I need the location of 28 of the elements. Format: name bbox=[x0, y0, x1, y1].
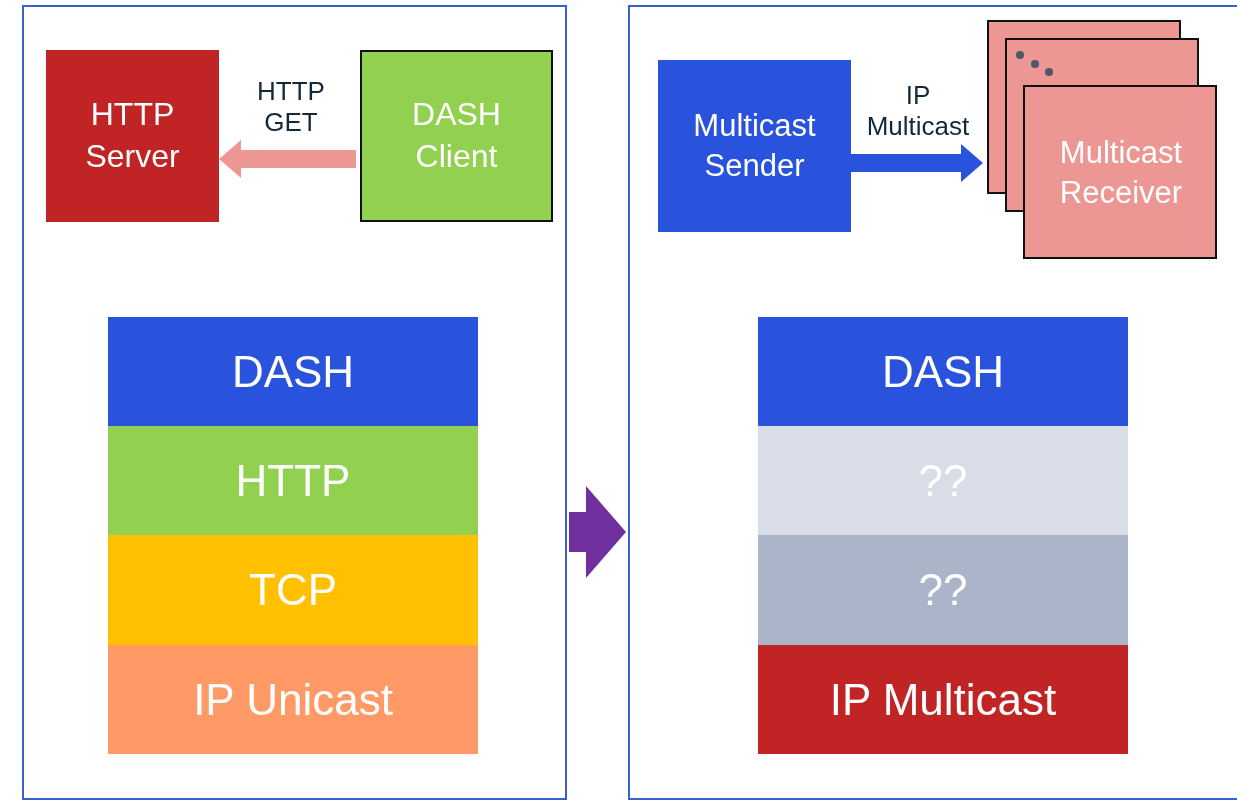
protocol-layer bbox=[758, 645, 1128, 754]
panel-frame bbox=[22, 5, 567, 800]
layer-label: HTTP bbox=[235, 454, 351, 507]
protocol-layer bbox=[758, 535, 1128, 645]
layer-label: IP Unicast bbox=[193, 673, 393, 726]
layer-label: DASH bbox=[881, 345, 1005, 398]
protocol-layer bbox=[108, 645, 478, 754]
process-box bbox=[46, 50, 219, 222]
node-label: Multicast Sender bbox=[692, 106, 817, 185]
protocol-layer bbox=[758, 317, 1128, 426]
node-label: HTTP Server bbox=[84, 95, 181, 176]
layer-label: ?? bbox=[918, 564, 968, 617]
arrow bbox=[569, 486, 626, 578]
process-box bbox=[360, 50, 553, 222]
process-box bbox=[658, 60, 851, 232]
protocol-layer bbox=[758, 426, 1128, 535]
protocol-layer bbox=[108, 535, 478, 645]
panel-frame bbox=[628, 5, 1237, 800]
layer-label: TCP bbox=[249, 564, 337, 617]
layer-label: DASH bbox=[231, 345, 355, 398]
node-label: DASH Client bbox=[411, 95, 502, 176]
protocol-layer bbox=[108, 317, 478, 426]
layer-label: ?? bbox=[918, 454, 968, 507]
layer-label: IP Multicast bbox=[829, 673, 1057, 726]
protocol-layer bbox=[108, 426, 478, 535]
arrow bbox=[219, 140, 356, 178]
arrow bbox=[851, 144, 983, 182]
node-label: Multicast Receiver bbox=[1058, 133, 1184, 212]
